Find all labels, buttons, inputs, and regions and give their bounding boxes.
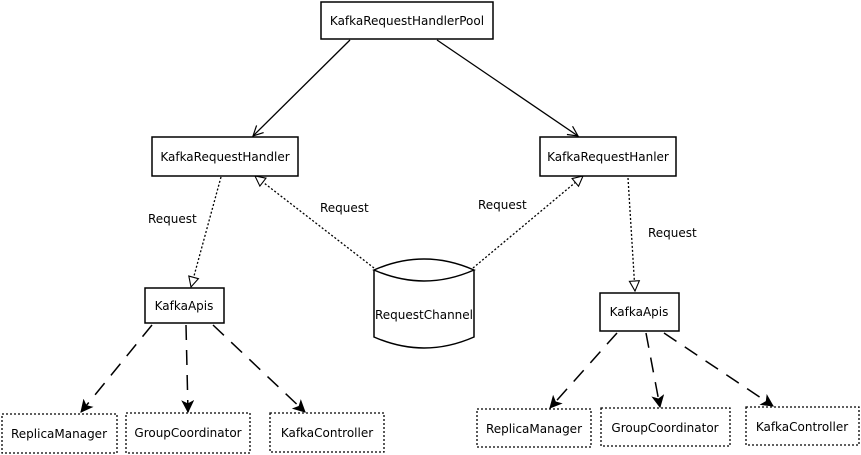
node-label: KafkaRequestHanler — [547, 150, 669, 164]
node-label: GroupCoordinator — [611, 421, 718, 435]
edge-pool-to-handler-left — [253, 39, 351, 136]
edge-handler-left-to-apis — [191, 176, 222, 287]
node-label: GroupCoordinator — [134, 426, 241, 440]
edge-apis-left-to-group — [181, 324, 195, 414]
node-replica-manager-left: ReplicaManager — [1, 413, 118, 454]
node-group-coordinator-right: GroupCoordinator — [600, 407, 731, 447]
edge-label-channel-to-handler-right: Request — [478, 198, 527, 212]
node-label: KafkaRequestHandler — [160, 150, 289, 164]
node-kafka-controller-left: KafkaController — [269, 412, 385, 453]
node-kafka-apis-right: KafkaApis — [599, 292, 680, 332]
edge-label-handler-left-to-apis: Request — [148, 212, 197, 226]
node-kafka-request-handler-left: KafkaRequestHandler — [151, 136, 299, 177]
edge-apis-right-to-controller — [663, 332, 774, 407]
node-kafka-apis-left: KafkaApis — [144, 287, 225, 324]
edge-label-handler-right-to-apis: Request — [648, 226, 697, 240]
edge-pool-to-handler-right — [436, 39, 578, 136]
node-label: ReplicaManager — [486, 422, 582, 436]
edge-channel-to-handler-right — [472, 176, 583, 269]
edge-channel-to-handler-left — [255, 176, 375, 269]
node-label: KafkaApis — [610, 305, 669, 319]
edge-apis-right-to-group — [645, 332, 665, 409]
node-kafka-request-handler-right: KafkaRequestHanler — [539, 136, 677, 177]
edge-handler-right-to-apis — [627, 177, 635, 291]
node-label: KafkaController — [756, 420, 848, 434]
node-kafka-request-handler-pool: KafkaRequestHandlerPool — [320, 1, 494, 40]
node-replica-manager-right: ReplicaManager — [476, 408, 592, 448]
node-label: KafkaRequestHandlerPool — [330, 14, 484, 28]
edge-apis-left-to-replica — [80, 324, 153, 413]
node-label: KafkaController — [281, 426, 373, 440]
node-label: ReplicaManager — [11, 427, 107, 441]
node-label: RequestChannel — [375, 308, 473, 322]
edge-label-channel-to-handler-left: Request — [320, 201, 369, 215]
edge-apis-right-to-replica — [549, 332, 618, 409]
node-request-channel: RequestChannel — [372, 258, 476, 349]
edge-apis-left-to-controller — [212, 324, 306, 413]
node-label: KafkaApis — [155, 299, 214, 313]
node-group-coordinator-left: GroupCoordinator — [125, 412, 251, 454]
node-kafka-controller-right: KafkaController — [745, 406, 860, 446]
